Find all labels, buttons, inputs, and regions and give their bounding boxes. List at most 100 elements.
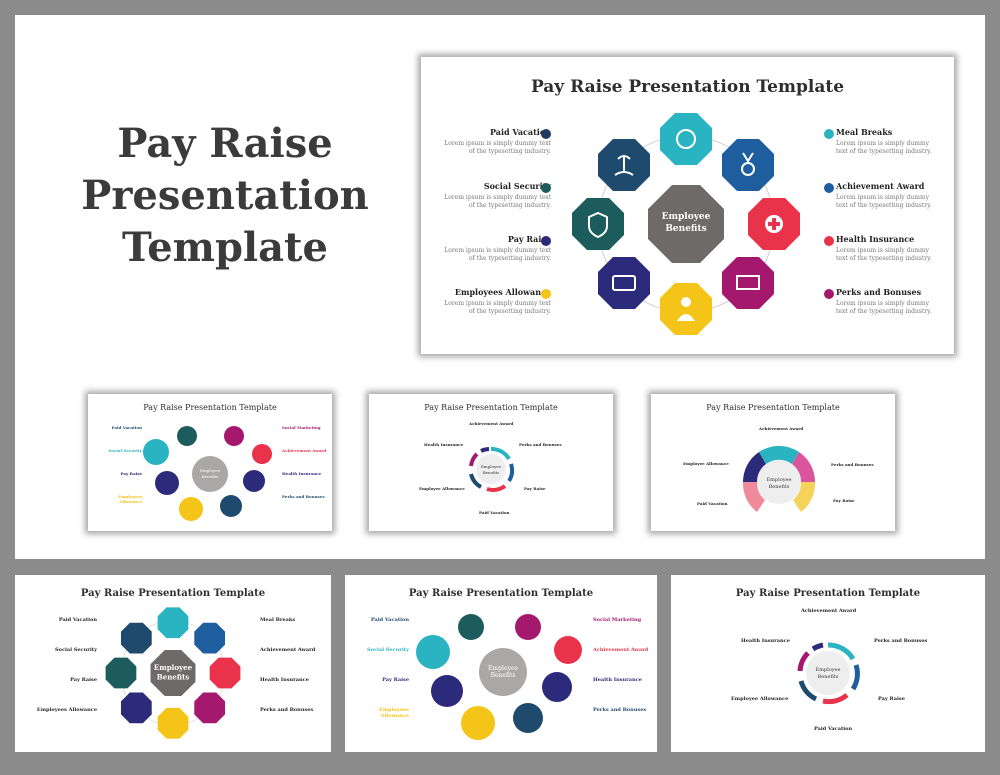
svg-text:Benefits: Benefits bbox=[769, 484, 790, 490]
label-top: Achievement Award bbox=[469, 421, 514, 426]
label-left-top: Employee Allowance bbox=[683, 461, 729, 466]
item-label: Employees Allowance bbox=[454, 287, 551, 297]
label-bottom-right: Pay Raise bbox=[878, 696, 905, 702]
money-icon bbox=[722, 257, 774, 309]
left-list: Paid Vacation Social Security Pay Raise … bbox=[36, 617, 97, 713]
hero-line-1: Pay Raise bbox=[117, 120, 333, 167]
person-icon bbox=[660, 283, 712, 335]
health-cross-icon bbox=[748, 198, 800, 250]
item-desc: Lorem ipsum is simply dummy text of the … bbox=[836, 140, 932, 155]
slide-title: Pay Raise Presentation Template bbox=[80, 588, 266, 599]
svg-text:Employee: Employee bbox=[154, 663, 193, 672]
label-top-right: Perks and Bonuses bbox=[519, 442, 562, 447]
svg-text:Employee: Employee bbox=[200, 468, 221, 473]
left-item-1: Paid Vacation Lorem ipsum is simply dumm… bbox=[441, 127, 551, 156]
left-list: Paid Vacation Social Security Pay Raise … bbox=[108, 425, 142, 504]
item-label: Perks and Bonuses bbox=[836, 287, 922, 297]
bullet-dot bbox=[541, 129, 551, 139]
item-label: Meal Breaks bbox=[836, 127, 893, 137]
svg-text:Employee: Employee bbox=[767, 477, 792, 483]
item-desc: Lorem ipsum is simply dummy text of the … bbox=[836, 300, 932, 315]
left-item-2: Social Security Lorem ipsum is simply du… bbox=[441, 181, 551, 210]
slide-title: Pay Raise Presentation Template bbox=[706, 403, 840, 412]
right-list: Meal Breaks Achievement Award Health Ins… bbox=[260, 617, 316, 713]
arrow-cycle-large: Employee Benefits bbox=[797, 642, 860, 705]
svg-text:Employee: Employee bbox=[481, 464, 502, 469]
octagon-slide-small-preview[interactable]: Pay Raise Presentation Template Employee… bbox=[15, 575, 331, 752]
svg-text:Employee: Employee bbox=[816, 667, 841, 673]
bullet-dot bbox=[824, 129, 834, 139]
label-bottom-left: Employee Allowance bbox=[419, 486, 465, 491]
arrow-cycle-diagram: Employee Benefits bbox=[469, 447, 515, 492]
label-top-left: Health Insurance bbox=[741, 638, 790, 644]
left-item-3: Pay Raise Lorem ipsum is simply dummy te… bbox=[441, 234, 551, 263]
arrow-slide-large-preview[interactable]: Pay Raise Presentation Template Employee… bbox=[671, 575, 985, 752]
pizza-icon bbox=[660, 113, 712, 165]
right-item-3: Health Insurance Lorem ipsum is simply d… bbox=[824, 234, 934, 263]
label-bottom: Paid Vacation bbox=[814, 726, 853, 732]
center-label: Employee bbox=[662, 212, 711, 222]
bullet-dot bbox=[824, 236, 834, 246]
hero-line-3: Template bbox=[122, 224, 328, 271]
circle-slide-preview[interactable]: Pay Raise Presentation Template Employee… bbox=[88, 394, 332, 531]
left-list: Paid Vacation Social Security Pay Raise … bbox=[367, 617, 409, 719]
item-desc: Lorem ipsum is simply dummy text of the … bbox=[836, 194, 932, 209]
item-label: Social Security bbox=[483, 181, 551, 191]
bullet-dot bbox=[541, 289, 551, 299]
octagon-diagram-small: Employee Benefits bbox=[105, 607, 241, 739]
label-top-left: Health Insurance bbox=[424, 442, 464, 447]
svg-text:Benefits: Benefits bbox=[491, 672, 516, 679]
hero-line-2: Presentation bbox=[81, 172, 369, 219]
island-icon bbox=[598, 139, 650, 191]
svg-text:Benefits: Benefits bbox=[483, 470, 500, 475]
svg-text:Employee: Employee bbox=[488, 665, 518, 672]
bullet-dot bbox=[824, 289, 834, 299]
circle-slide-large-preview[interactable]: Pay Raise Presentation Template Employee… bbox=[345, 575, 657, 752]
wallet-icon bbox=[598, 257, 650, 309]
slide-title: Pay Raise Presentation Template bbox=[424, 403, 558, 412]
item-desc: Lorem ipsum is simply dummy text of the … bbox=[444, 247, 551, 262]
right-item-2: Achievement Award Lorem ipsum is simply … bbox=[824, 181, 934, 210]
circle-diagram-large: Employee Benefits bbox=[416, 614, 582, 740]
label-bottom: Paid Vacation bbox=[479, 510, 510, 515]
bullet-dot bbox=[541, 236, 551, 246]
label-top-right: Perks and Bonuses bbox=[874, 638, 928, 644]
item-desc: Lorem ipsum is simply dummy text of the … bbox=[444, 140, 551, 155]
octagon-diagram: Employee Benefits bbox=[572, 113, 800, 335]
slide-title: Pay Raise Presentation Template bbox=[408, 588, 594, 599]
arc-slide-preview[interactable]: Pay Raise Presentation Template Employee… bbox=[651, 394, 895, 531]
left-item-4: Employees Allowance Lorem ipsum is simpl… bbox=[441, 287, 551, 316]
label-top: Achievement Award bbox=[759, 426, 804, 431]
arc-diagram: Employee Benefits bbox=[742, 445, 816, 512]
right-list: Social Marketing Achievement Award Healt… bbox=[282, 425, 327, 499]
item-desc: Lorem ipsum is simply dummy text of the … bbox=[444, 300, 551, 315]
svg-text:Benefits: Benefits bbox=[202, 474, 219, 479]
arrow-slide-preview[interactable]: Pay Raise Presentation Template Employee… bbox=[369, 394, 613, 531]
label-bottom-left: Employee Allowance bbox=[731, 696, 789, 702]
bullet-dot bbox=[824, 183, 834, 193]
main-slide-preview[interactable]: Pay Raise Presentation Template Paid Vac… bbox=[421, 57, 954, 354]
right-item-1: Meal Breaks Lorem ipsum is simply dummy … bbox=[824, 127, 934, 156]
slide-title: Pay Raise Presentation Template bbox=[735, 588, 921, 599]
slide-title: Pay Raise Presentation Template bbox=[143, 403, 277, 412]
label-bottom-right: Pay Raise bbox=[524, 486, 546, 491]
right-item-4: Perks and Bonuses Lorem ipsum is simply … bbox=[824, 287, 934, 316]
center-octagon bbox=[648, 185, 724, 263]
label-right-bottom: Pay Raise bbox=[833, 498, 855, 503]
slide-title: Pay Raise Presentation Template bbox=[530, 77, 845, 97]
label-left-bottom: Paid Vacation bbox=[697, 501, 728, 506]
item-label: Health Insurance bbox=[836, 234, 915, 244]
svg-text:Benefits: Benefits bbox=[818, 674, 839, 680]
item-desc: Lorem ipsum is simply dummy text of the … bbox=[836, 247, 932, 262]
center-label: Benefits bbox=[665, 224, 706, 234]
label-right-top: Perks and Bonuses bbox=[831, 462, 874, 467]
right-list: Social Marketing Achievement Award Healt… bbox=[593, 617, 649, 713]
item-label: Paid Vacation bbox=[490, 127, 551, 137]
medal-icon bbox=[722, 139, 774, 191]
item-desc: Lorem ipsum is simply dummy text of the … bbox=[444, 194, 551, 209]
svg-text:Benefits: Benefits bbox=[157, 673, 190, 682]
circle-diagram: Employee Benefits bbox=[143, 426, 272, 521]
item-label: Achievement Award bbox=[836, 181, 925, 191]
label-top: Achievement Award bbox=[801, 608, 857, 614]
item-label: Pay Raise bbox=[507, 234, 551, 244]
